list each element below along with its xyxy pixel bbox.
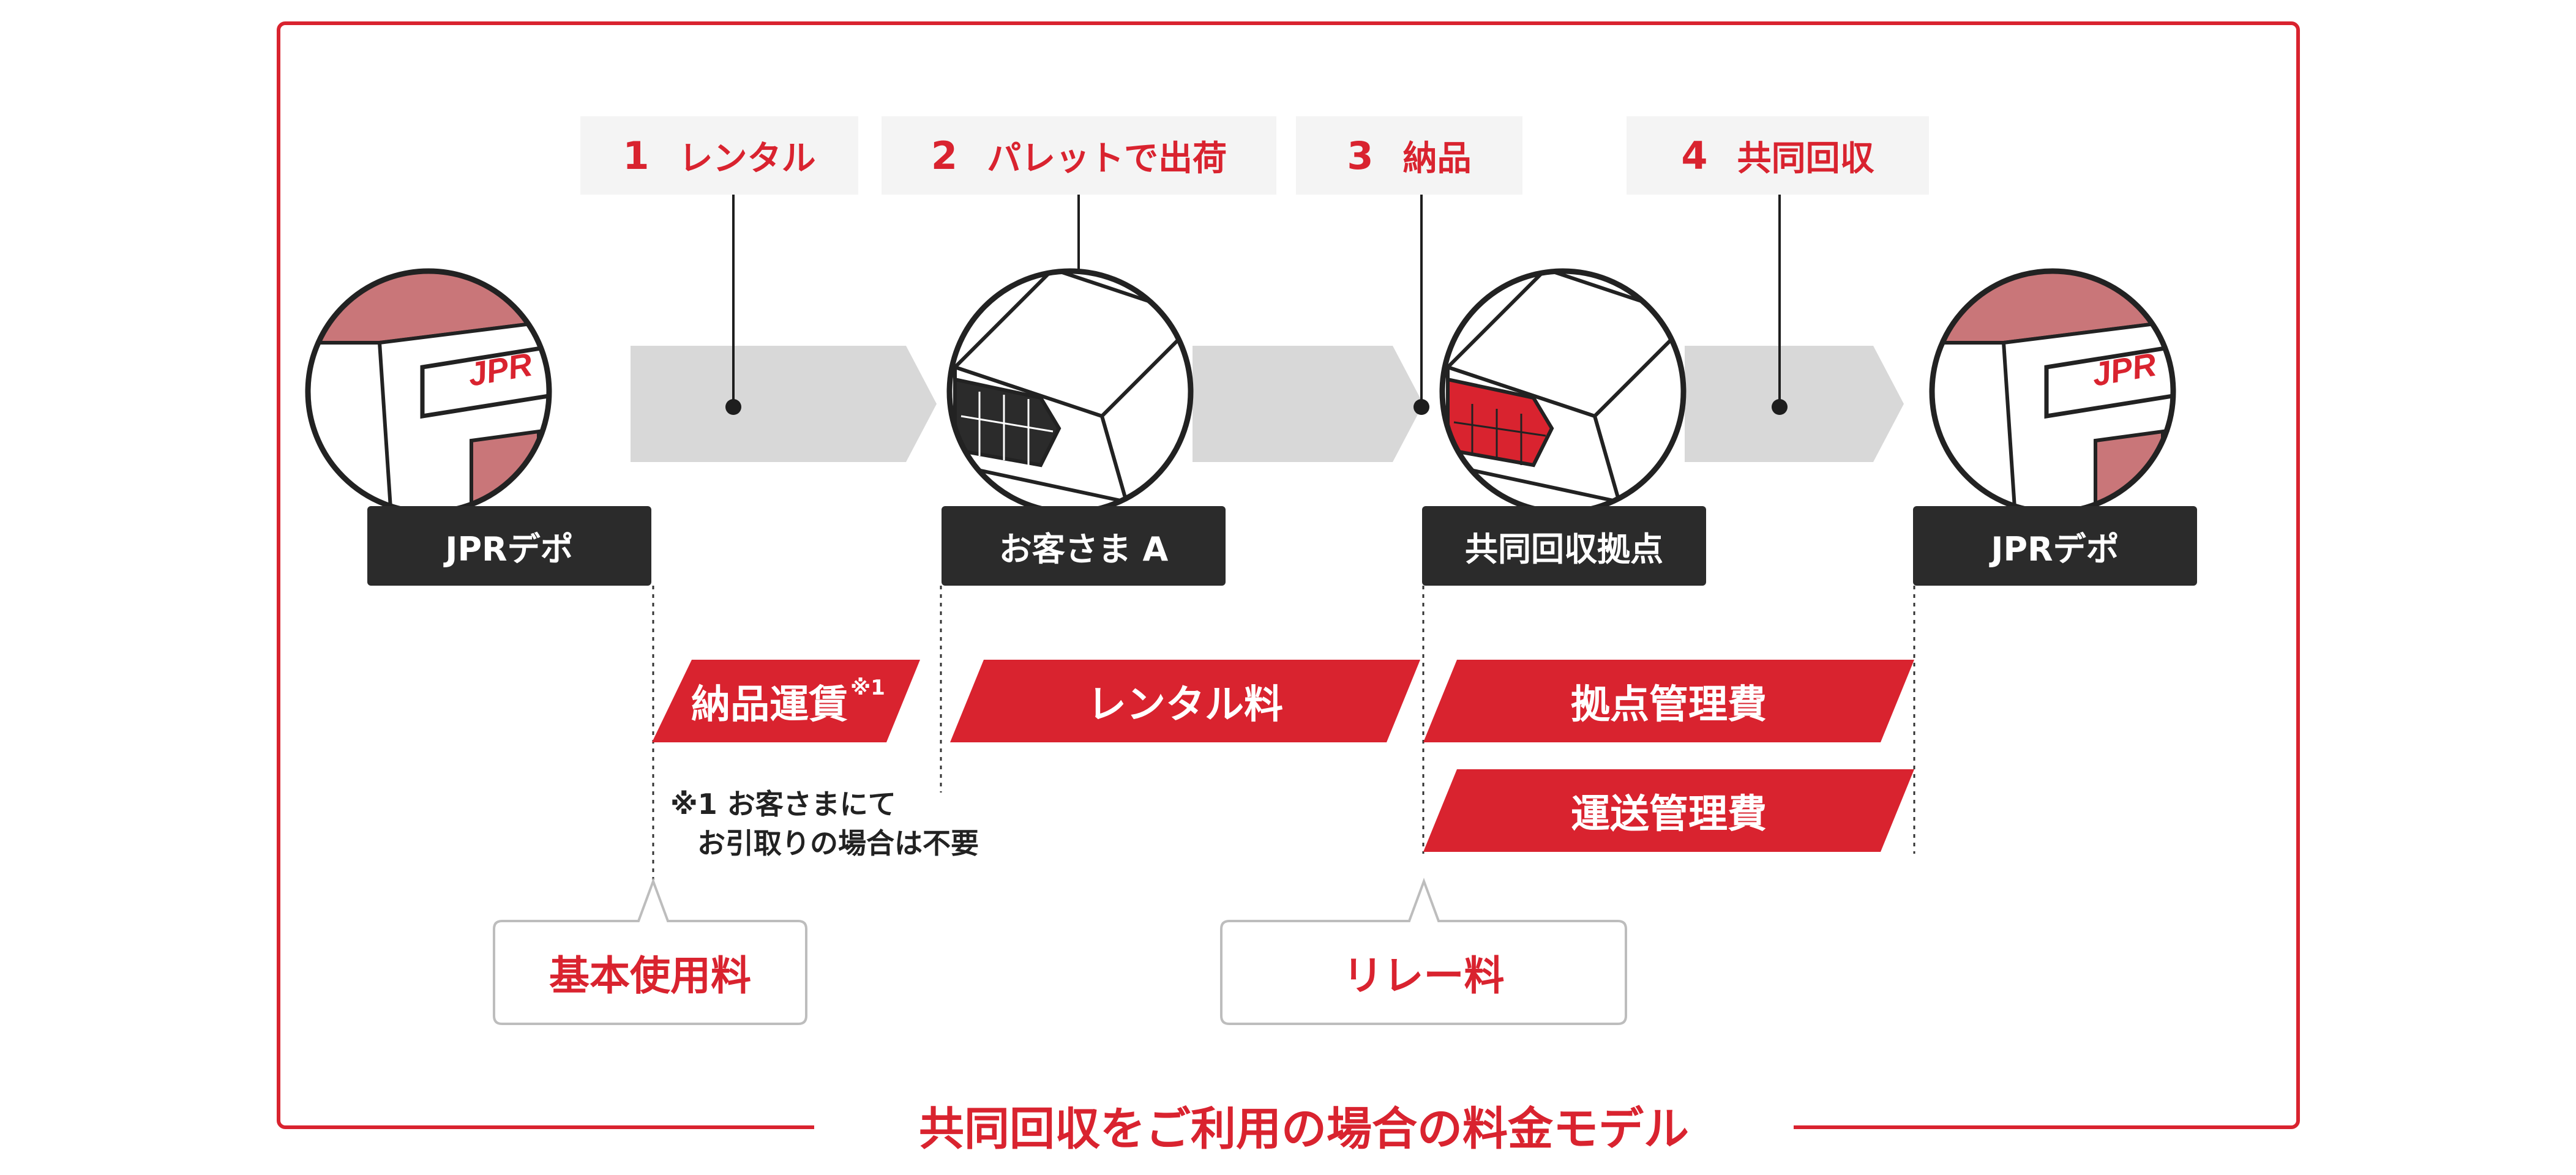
location-jpr-depot-start: JPRデポ <box>367 506 651 586</box>
step-label: 共同回収 <box>1737 138 1874 179</box>
location-jpr-depot-end: JPRデポ <box>1913 506 2197 586</box>
step-leader-lines <box>732 195 1781 407</box>
step-number: 2 <box>930 133 958 178</box>
location-collection-hub: 共同回収拠点 <box>1422 506 1706 586</box>
footnote-line-2: お引取りの場合は不要 <box>697 827 979 860</box>
fee-rental: レンタル料 <box>1087 682 1283 728</box>
fee-bar-rental <box>950 660 1420 742</box>
diagram-title: 共同回収をご利用の場合の料金モデル <box>814 1099 1794 1160</box>
step-label: パレットで出荷 <box>987 138 1227 179</box>
step-joint-collection: 4 共同回収 <box>1627 116 1929 195</box>
callout-basic-box <box>493 878 807 1025</box>
fee-delivery-footnote-mark: ※1 <box>850 675 885 700</box>
step-label: レンタル <box>678 138 816 179</box>
flow-arrow-2 <box>1193 346 1423 462</box>
flow-arrow-3 <box>1685 346 1904 462</box>
callout-relay-box <box>1220 878 1627 1025</box>
fee-delivery: 納品運賃※1 <box>673 660 903 742</box>
location-customer-a: お客さま A <box>942 506 1226 586</box>
fee-bar-base-mgmt <box>1423 660 1914 742</box>
warehouse-icon-customer <box>946 268 1194 515</box>
fee-bar-transport-mgmt <box>1423 769 1914 852</box>
callout-relay-fee: リレー料 <box>1342 952 1505 999</box>
warehouse-icon-hub <box>1439 268 1687 515</box>
step-delivery: 3 納品 <box>1296 116 1522 195</box>
step-number: 3 <box>1347 133 1374 178</box>
step-ship-pallet: 2 パレットで出荷 <box>882 116 1276 195</box>
step-label: 納品 <box>1402 138 1472 179</box>
step-number: 4 <box>1681 133 1708 178</box>
fee-transport-management: 運送管理費 <box>1571 791 1767 837</box>
range-dotted-lines <box>652 586 1915 890</box>
callout-basic-usage-fee: 基本使用料 <box>549 952 751 999</box>
step-number: 1 <box>623 133 650 178</box>
fee-bar-delivery <box>652 660 920 742</box>
footnote: ※1 お客さまにて お引取りの場合は不要 <box>670 785 979 863</box>
leader-dots <box>725 399 1788 415</box>
flow-arrow-1 <box>631 346 937 462</box>
footnote-line-1: ※1 お客さまにて <box>670 788 896 821</box>
fee-delivery-label: 納品運賃 <box>691 682 848 728</box>
fee-base-management: 拠点管理費 <box>1571 682 1767 728</box>
step-rental: 1 レンタル <box>580 116 858 195</box>
